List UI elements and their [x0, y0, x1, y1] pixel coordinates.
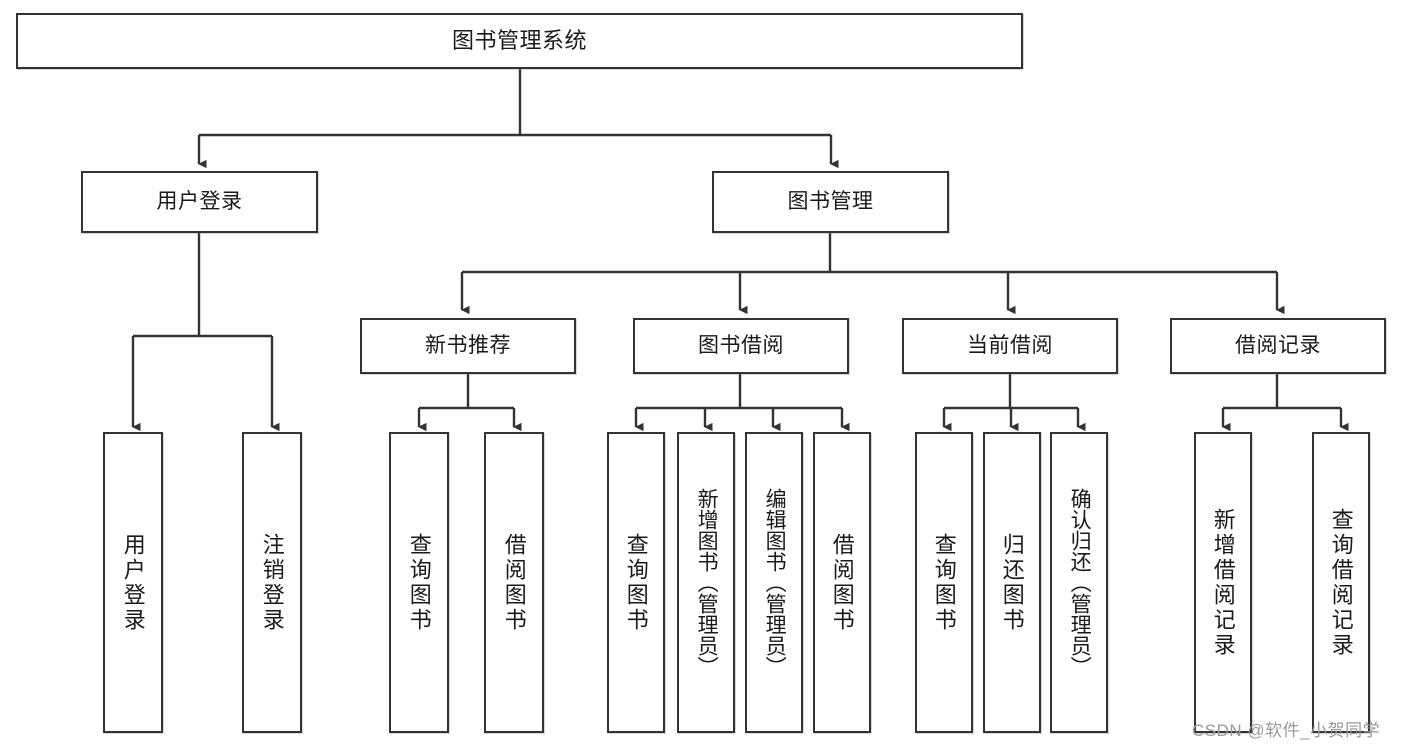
leaf-borrow-record-add[interactable]: 新增借阅记录 [1194, 432, 1252, 733]
leaf-user-login-login[interactable]: 用户登录 [103, 432, 163, 733]
node-root-system[interactable]: 图书管理系统 [16, 13, 1023, 69]
leaf-current-borrow-return[interactable]: 归还图书 [983, 432, 1041, 733]
leaf-new-book-query[interactable]: 查询图书 [389, 432, 449, 733]
leaf-borrow-record-query[interactable]: 查询借阅记录 [1312, 432, 1370, 733]
node-book-management[interactable]: 图书管理 [712, 171, 949, 233]
node-book-borrow[interactable]: 图书借阅 [633, 318, 849, 374]
leaf-user-login-logout[interactable]: 注销登录 [242, 432, 302, 733]
leaf-book-borrow-add-admin[interactable]: 新增图书（管理员） [677, 432, 735, 733]
leaf-book-borrow-edit-admin[interactable]: 编辑图书（管理员） [745, 432, 803, 733]
node-new-book-recommend[interactable]: 新书推荐 [360, 318, 576, 374]
node-user-login[interactable]: 用户登录 [81, 171, 318, 233]
watermark-credit: CSDN @软件_小贺同学 [1192, 721, 1381, 740]
node-borrow-record[interactable]: 借阅记录 [1170, 318, 1386, 374]
leaf-current-borrow-confirm-admin[interactable]: 确认归还（管理员） [1050, 432, 1108, 733]
leaf-new-book-borrow[interactable]: 借阅图书 [484, 432, 544, 733]
leaf-current-borrow-query[interactable]: 查询图书 [915, 432, 973, 733]
leaf-book-borrow-borrow[interactable]: 借阅图书 [813, 432, 871, 733]
leaf-book-borrow-query[interactable]: 查询图书 [607, 432, 665, 733]
node-current-borrow[interactable]: 当前借阅 [902, 318, 1118, 374]
